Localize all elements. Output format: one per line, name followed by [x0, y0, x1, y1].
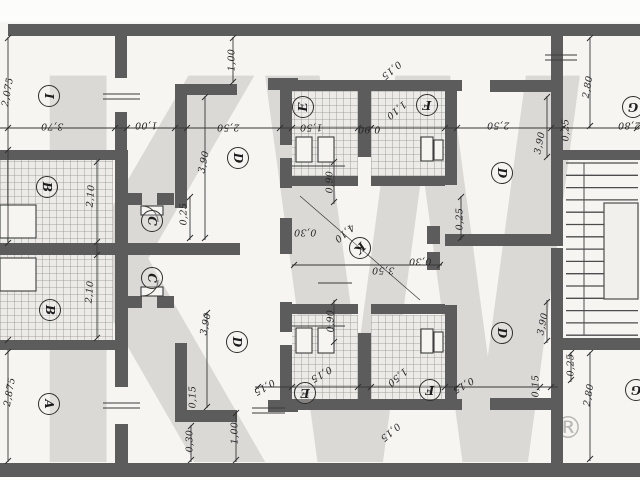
dimension-label-20: 0,30 — [408, 255, 432, 267]
dimension-label-21: 3,90 — [532, 130, 548, 156]
dimension-lines-layer — [0, 37, 640, 462]
room-label-e-13: E — [294, 382, 316, 404]
dimension-label-11: 2,80 — [617, 119, 640, 131]
dimension-label-24: 0,90 — [325, 309, 337, 333]
dimension-label-23: 2,10 — [83, 280, 97, 304]
sink-e-top-2 — [317, 136, 335, 163]
sink-f-bottom — [420, 328, 434, 354]
sink-e-top — [295, 136, 313, 163]
dimension-label-12: 2,80 — [580, 74, 596, 100]
room-label-b-4: B — [39, 299, 61, 321]
toilet-c-top — [140, 205, 164, 216]
dimension-label-36: 1,00 — [229, 421, 241, 445]
room-label-d-15: D — [491, 322, 513, 344]
dimension-label-10: 0,25 — [560, 118, 572, 142]
room-label-e-7: E — [292, 96, 314, 118]
dimension-label-4: 1,00 — [226, 48, 238, 72]
dimension-label-30: 0,15 — [450, 374, 476, 396]
dimension-label-17: 0,30 — [293, 226, 317, 238]
dimension-label-8: 1,10 — [383, 98, 409, 122]
dimension-label-13: 2,10 — [84, 184, 98, 208]
dimension-label-38: 0,15 — [377, 420, 403, 444]
room-label-i-0: I — [38, 85, 60, 107]
dimension-label-29: 1,50 — [384, 365, 410, 389]
dimension-label-19: 3,50 — [371, 264, 395, 276]
hatch-bath-f-bottom — [371, 315, 445, 399]
toilet-c-bottom — [140, 286, 164, 297]
dimension-label-9: 2,50 — [486, 119, 510, 131]
doors-layer — [103, 54, 577, 414]
dimension-ticks — [4, 34, 640, 465]
dimension-label-7: 0,90 — [357, 123, 381, 135]
room-label-k-9: K — [344, 232, 376, 264]
dimension-label-37: 0,30 — [184, 429, 196, 453]
sink-f-bottom-2 — [433, 331, 444, 353]
room-label-d-12: D — [226, 331, 248, 353]
staircase — [566, 162, 639, 336]
room-label-f-8: F — [416, 94, 438, 116]
door-arc-c-top — [141, 205, 159, 223]
room-label-d-10: D — [491, 162, 513, 184]
room-label-g-11: G — [622, 96, 640, 118]
dimension-label-28: 0,15 — [308, 363, 334, 385]
dimension-label-26: 0,15 — [187, 385, 199, 409]
furniture-room-b-top — [0, 204, 37, 239]
dimension-label-22: 0,25 — [454, 207, 466, 231]
room-label-d-6: D — [227, 147, 249, 169]
room-label-c-2: C — [141, 210, 163, 232]
dimension-label-25: 3,90 — [198, 311, 214, 337]
fixtures-layer — [0, 136, 444, 354]
sink-f-top-2 — [433, 139, 444, 161]
dimension-label-27: 0,15 — [251, 376, 277, 398]
dimension-label-6: 1,50 — [299, 121, 323, 133]
door-arc-c-bottom — [141, 279, 159, 297]
dimension-label-34: 2,80 — [581, 382, 597, 408]
dimension-label-14: 0,25 — [178, 202, 190, 226]
furniture-room-b-bottom — [0, 257, 37, 292]
room-label-a-5: A — [38, 393, 60, 415]
dimension-label-16: 0,90 — [324, 170, 336, 194]
dimension-label-31: 0,15 — [530, 374, 542, 398]
staircase-landing — [603, 202, 639, 300]
hatch-bath-f-top — [371, 91, 445, 176]
room-label-f-14: F — [419, 379, 441, 401]
sink-e-bottom — [295, 327, 313, 354]
room-label-g-16: G — [625, 379, 640, 401]
sink-f-top — [420, 136, 434, 162]
dimension-label-0: 2,075 — [0, 76, 16, 108]
walls-layer — [0, 24, 640, 477]
hatched-floor-areas — [0, 91, 445, 399]
dimension-label-1: 3,70 — [40, 120, 64, 132]
dimension-label-32: 3,90 — [535, 311, 551, 337]
dimension-label-33: 0,25 — [565, 353, 577, 377]
room-label-c-3: C — [141, 267, 163, 289]
room-label-b-1: B — [36, 176, 58, 198]
dimension-label-3: 2,50 — [216, 121, 240, 133]
dimension-label-5: 0,15 — [378, 58, 404, 82]
dimension-label-35: 2,875 — [2, 376, 18, 408]
dimension-label-15: 3,90 — [196, 149, 212, 175]
dimension-label-2: 1,00 — [134, 119, 158, 131]
